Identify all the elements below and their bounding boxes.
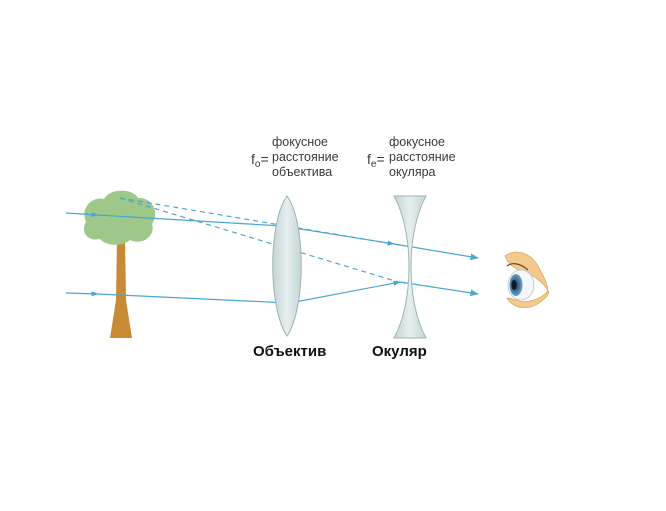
eye-icon: [504, 251, 550, 309]
objective-focal-symbol: fo=: [251, 151, 269, 170]
eyelash-line: [506, 263, 529, 271]
eyepiece-focal-desc-line-3: окуляра: [389, 165, 436, 179]
ray-bottom-to-eyepiece: [289, 280, 401, 304]
eye-lower-lid: [506, 290, 550, 309]
tree-crown: [83, 190, 156, 245]
objective-focal-desc-line-3: объектива: [272, 165, 332, 179]
incoming-ray-bottom: [65, 291, 99, 297]
incoming-ray-top: [65, 212, 99, 218]
ray-bottom-to-eye: [399, 281, 479, 297]
tree-trunk: [110, 236, 132, 338]
ray-top-to-objective: [97, 214, 283, 227]
tree-icon: [83, 190, 156, 338]
objective-lens: [272, 195, 302, 337]
light-rays: [65, 197, 479, 304]
eyepiece-focal-label: fe= фокусное расстояние окуляра: [367, 135, 456, 179]
objective-focal-desc-line-2: расстояние: [272, 150, 339, 164]
objective-caption: Объектив: [253, 343, 326, 360]
eyepiece-focal-desc-line-1: фокусное: [389, 135, 445, 149]
eyepiece-focal-desc-line-2: расстояние: [389, 150, 456, 164]
convex-lens-shape: [272, 195, 302, 337]
ray-bottom-to-objective: [97, 293, 291, 304]
dashed-ray-upper: [119, 197, 406, 247]
eyepiece-focal-symbol: fe=: [367, 151, 385, 170]
objective-focal-desc-line-1: фокусное: [272, 135, 328, 149]
ray-top-to-eye: [393, 243, 479, 261]
eyepiece-caption: Окуляр: [372, 343, 427, 360]
concave-lens-shape: [393, 195, 427, 339]
eyepiece-lens: [393, 195, 427, 339]
dashed-ray-lower: [119, 197, 406, 285]
eye-pupil: [511, 280, 517, 290]
objective-focal-label: fo= фокусное расстояние объектива: [251, 135, 339, 179]
